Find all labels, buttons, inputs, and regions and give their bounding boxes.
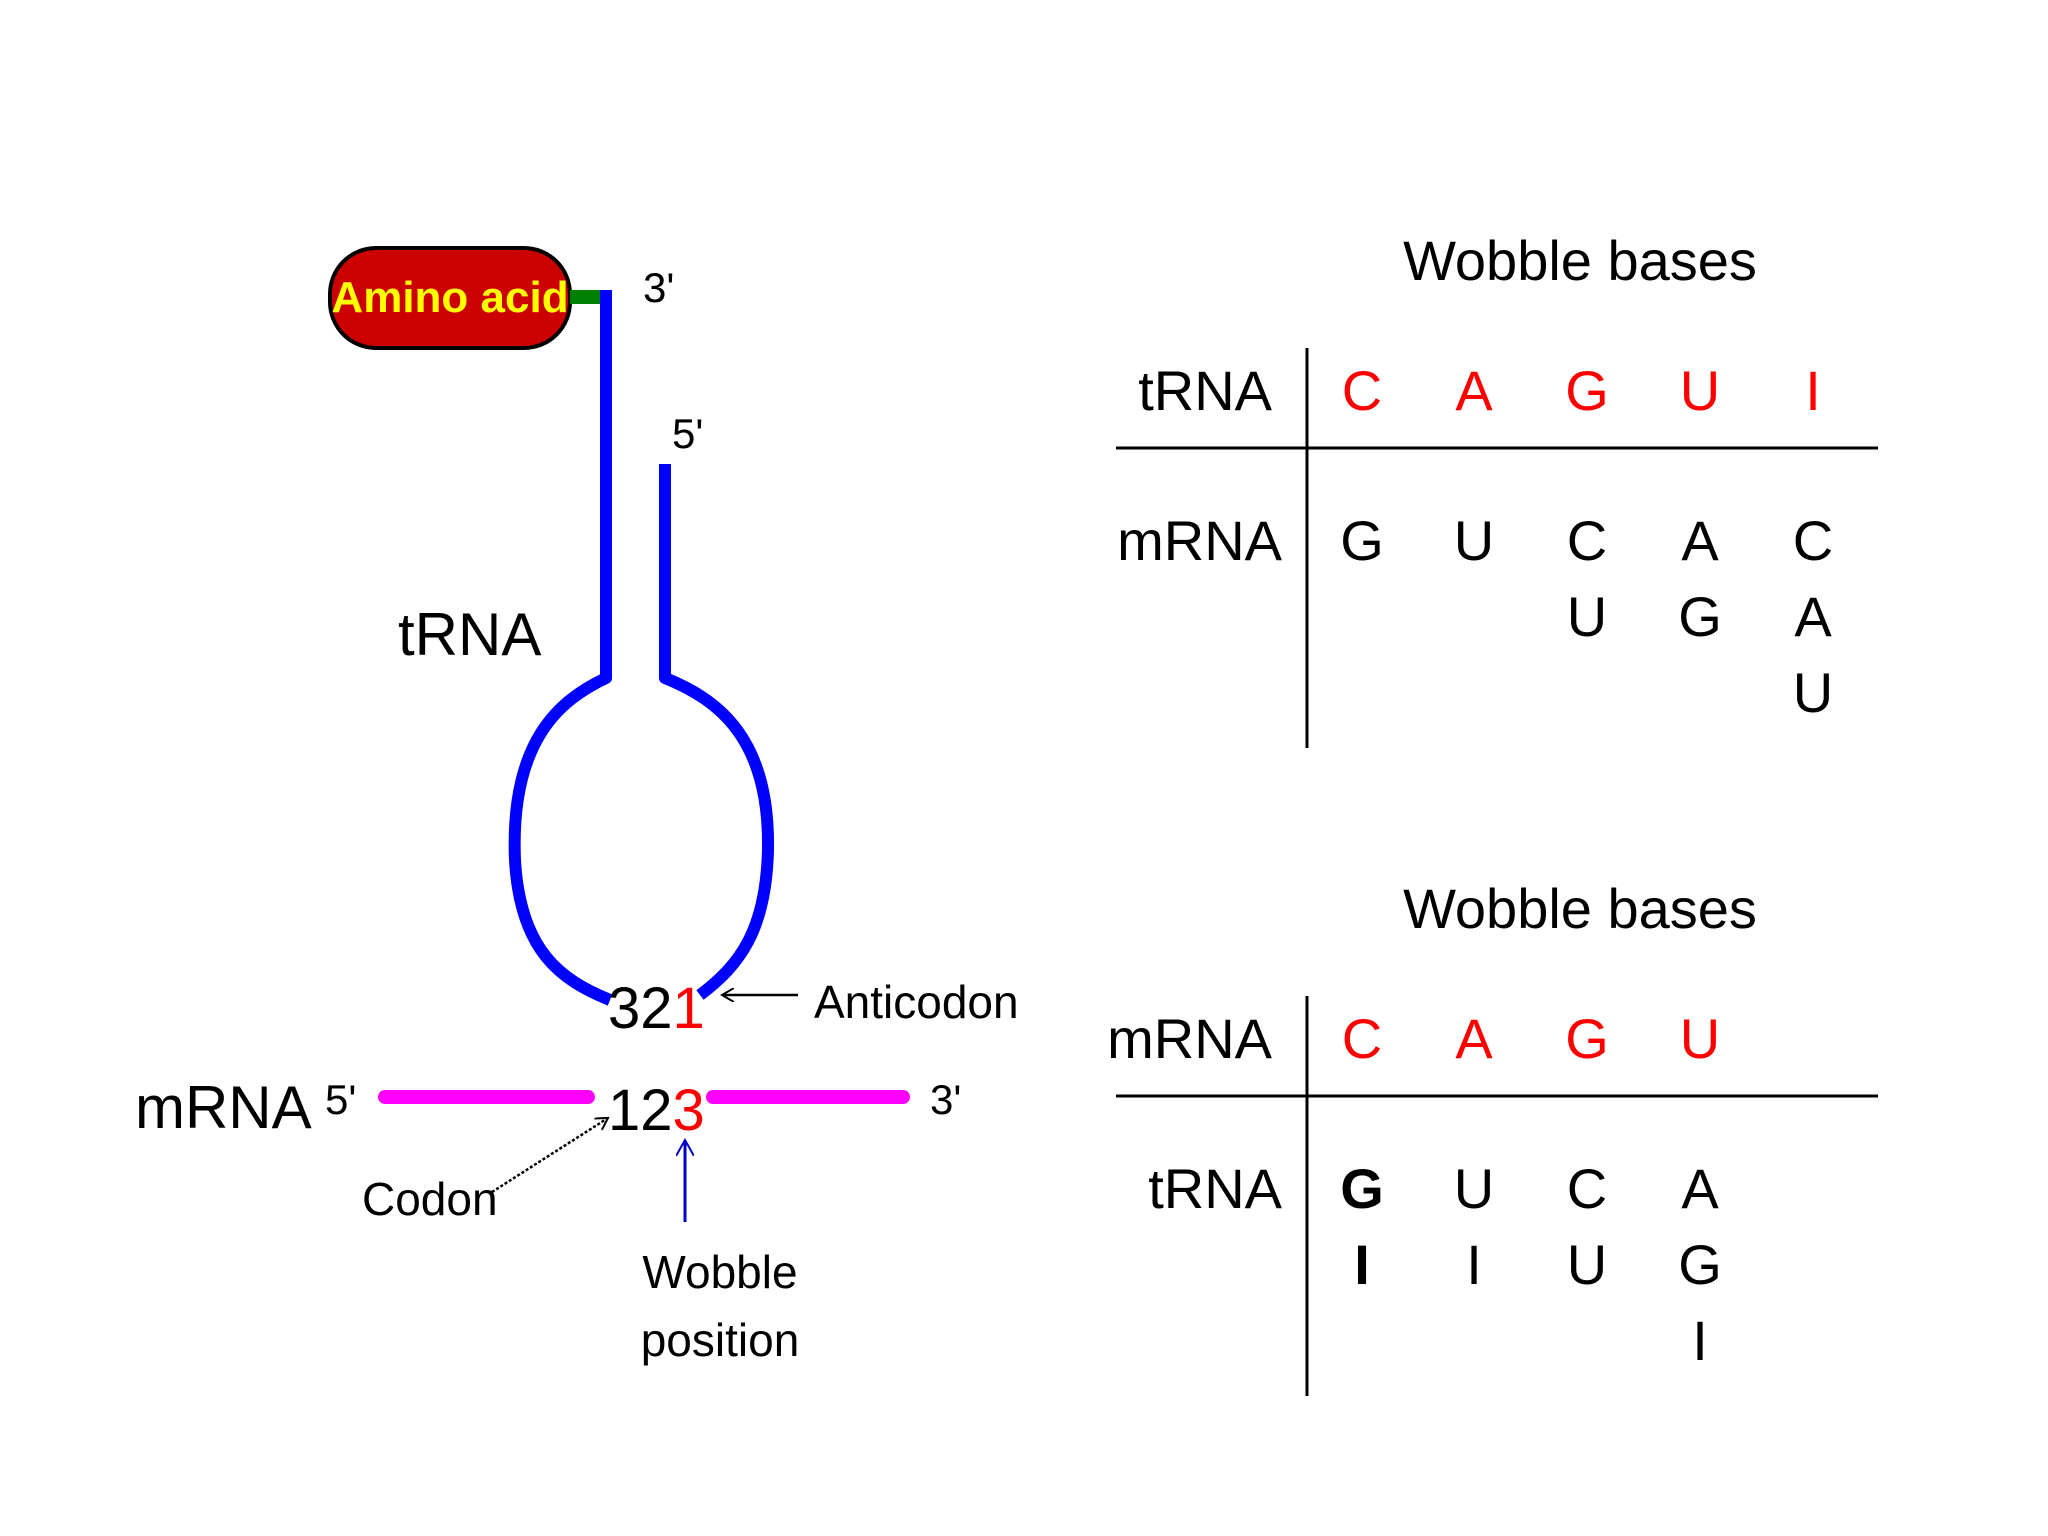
table-body-base: C [1793, 509, 1833, 572]
table-body-base: A [1794, 585, 1832, 648]
table-header-base: C [1342, 359, 1382, 422]
table-body-base: U [1567, 585, 1607, 648]
trna-strand [508, 290, 613, 1006]
table-body-base: C [1567, 1157, 1607, 1220]
anticodon-label: Anticodon [814, 976, 1019, 1028]
table-body-row-label: tRNA [1148, 1157, 1282, 1220]
codon-arrow [491, 1118, 608, 1194]
table-body-base: I [1692, 1309, 1708, 1372]
codon-digits: 123 [608, 1078, 705, 1143]
table-header-base: U [1680, 359, 1720, 422]
anticodon-plain: 32 [608, 976, 673, 1041]
table-body-base: G [1340, 1157, 1384, 1220]
table-body-base: C [1567, 509, 1607, 572]
table-header-base: I [1805, 359, 1821, 422]
table-body-row-label: mRNA [1117, 509, 1283, 572]
codon-plain: 12 [608, 1078, 673, 1143]
mrna-5prime-label: 5' [325, 1076, 356, 1123]
table-header-base: U [1680, 1007, 1720, 1070]
table-body-base: G [1678, 1233, 1722, 1296]
table-body-base: U [1567, 1233, 1607, 1296]
table-body-base: I [1354, 1233, 1370, 1296]
trna-strand-5prime-arm [659, 464, 775, 1000]
amino-acid-label: Amino acid [331, 273, 568, 322]
codon-wobble-digit: 3 [673, 1078, 705, 1143]
table-body-base: U [1793, 661, 1833, 724]
table-title: Wobble bases [1403, 877, 1757, 940]
table-header-base: G [1565, 1007, 1609, 1070]
anticodon-wobble-digit: 1 [673, 976, 705, 1041]
table-body-base: A [1681, 509, 1719, 572]
trna-3prime-label: 3' [643, 264, 674, 311]
wobble-position-label-line2: position [641, 1314, 800, 1366]
table-header-base: A [1455, 359, 1493, 422]
trna-label: tRNA [398, 601, 541, 668]
table-header-base: A [1455, 1007, 1493, 1070]
table-header-row-label: tRNA [1138, 359, 1272, 422]
table-header-base: C [1342, 1007, 1382, 1070]
table-title: Wobble bases [1403, 229, 1757, 292]
table-body-base: G [1340, 509, 1384, 572]
amino-acid-node: Amino acid [328, 246, 572, 350]
table-body-base: U [1454, 1157, 1494, 1220]
table-body-base: G [1678, 585, 1722, 648]
trna-5prime-label: 5' [672, 410, 703, 457]
mrna-label: mRNA [135, 1074, 312, 1141]
table-body-base: U [1454, 509, 1494, 572]
wobble-position-label-line1: Wobble [642, 1246, 797, 1298]
mrna-3prime-label: 3' [930, 1076, 961, 1123]
codon-label: Codon [362, 1173, 498, 1225]
table-header-row-label: mRNA [1107, 1007, 1273, 1070]
table-body-base: I [1466, 1233, 1482, 1296]
trna-mrna-diagram: Amino acid 3' 5' tRNA 321 Anticodon mRNA… [135, 246, 1019, 1366]
table-body-base: A [1681, 1157, 1719, 1220]
table-header-base: G [1565, 359, 1609, 422]
anticodon-digits: 321 [608, 976, 705, 1041]
